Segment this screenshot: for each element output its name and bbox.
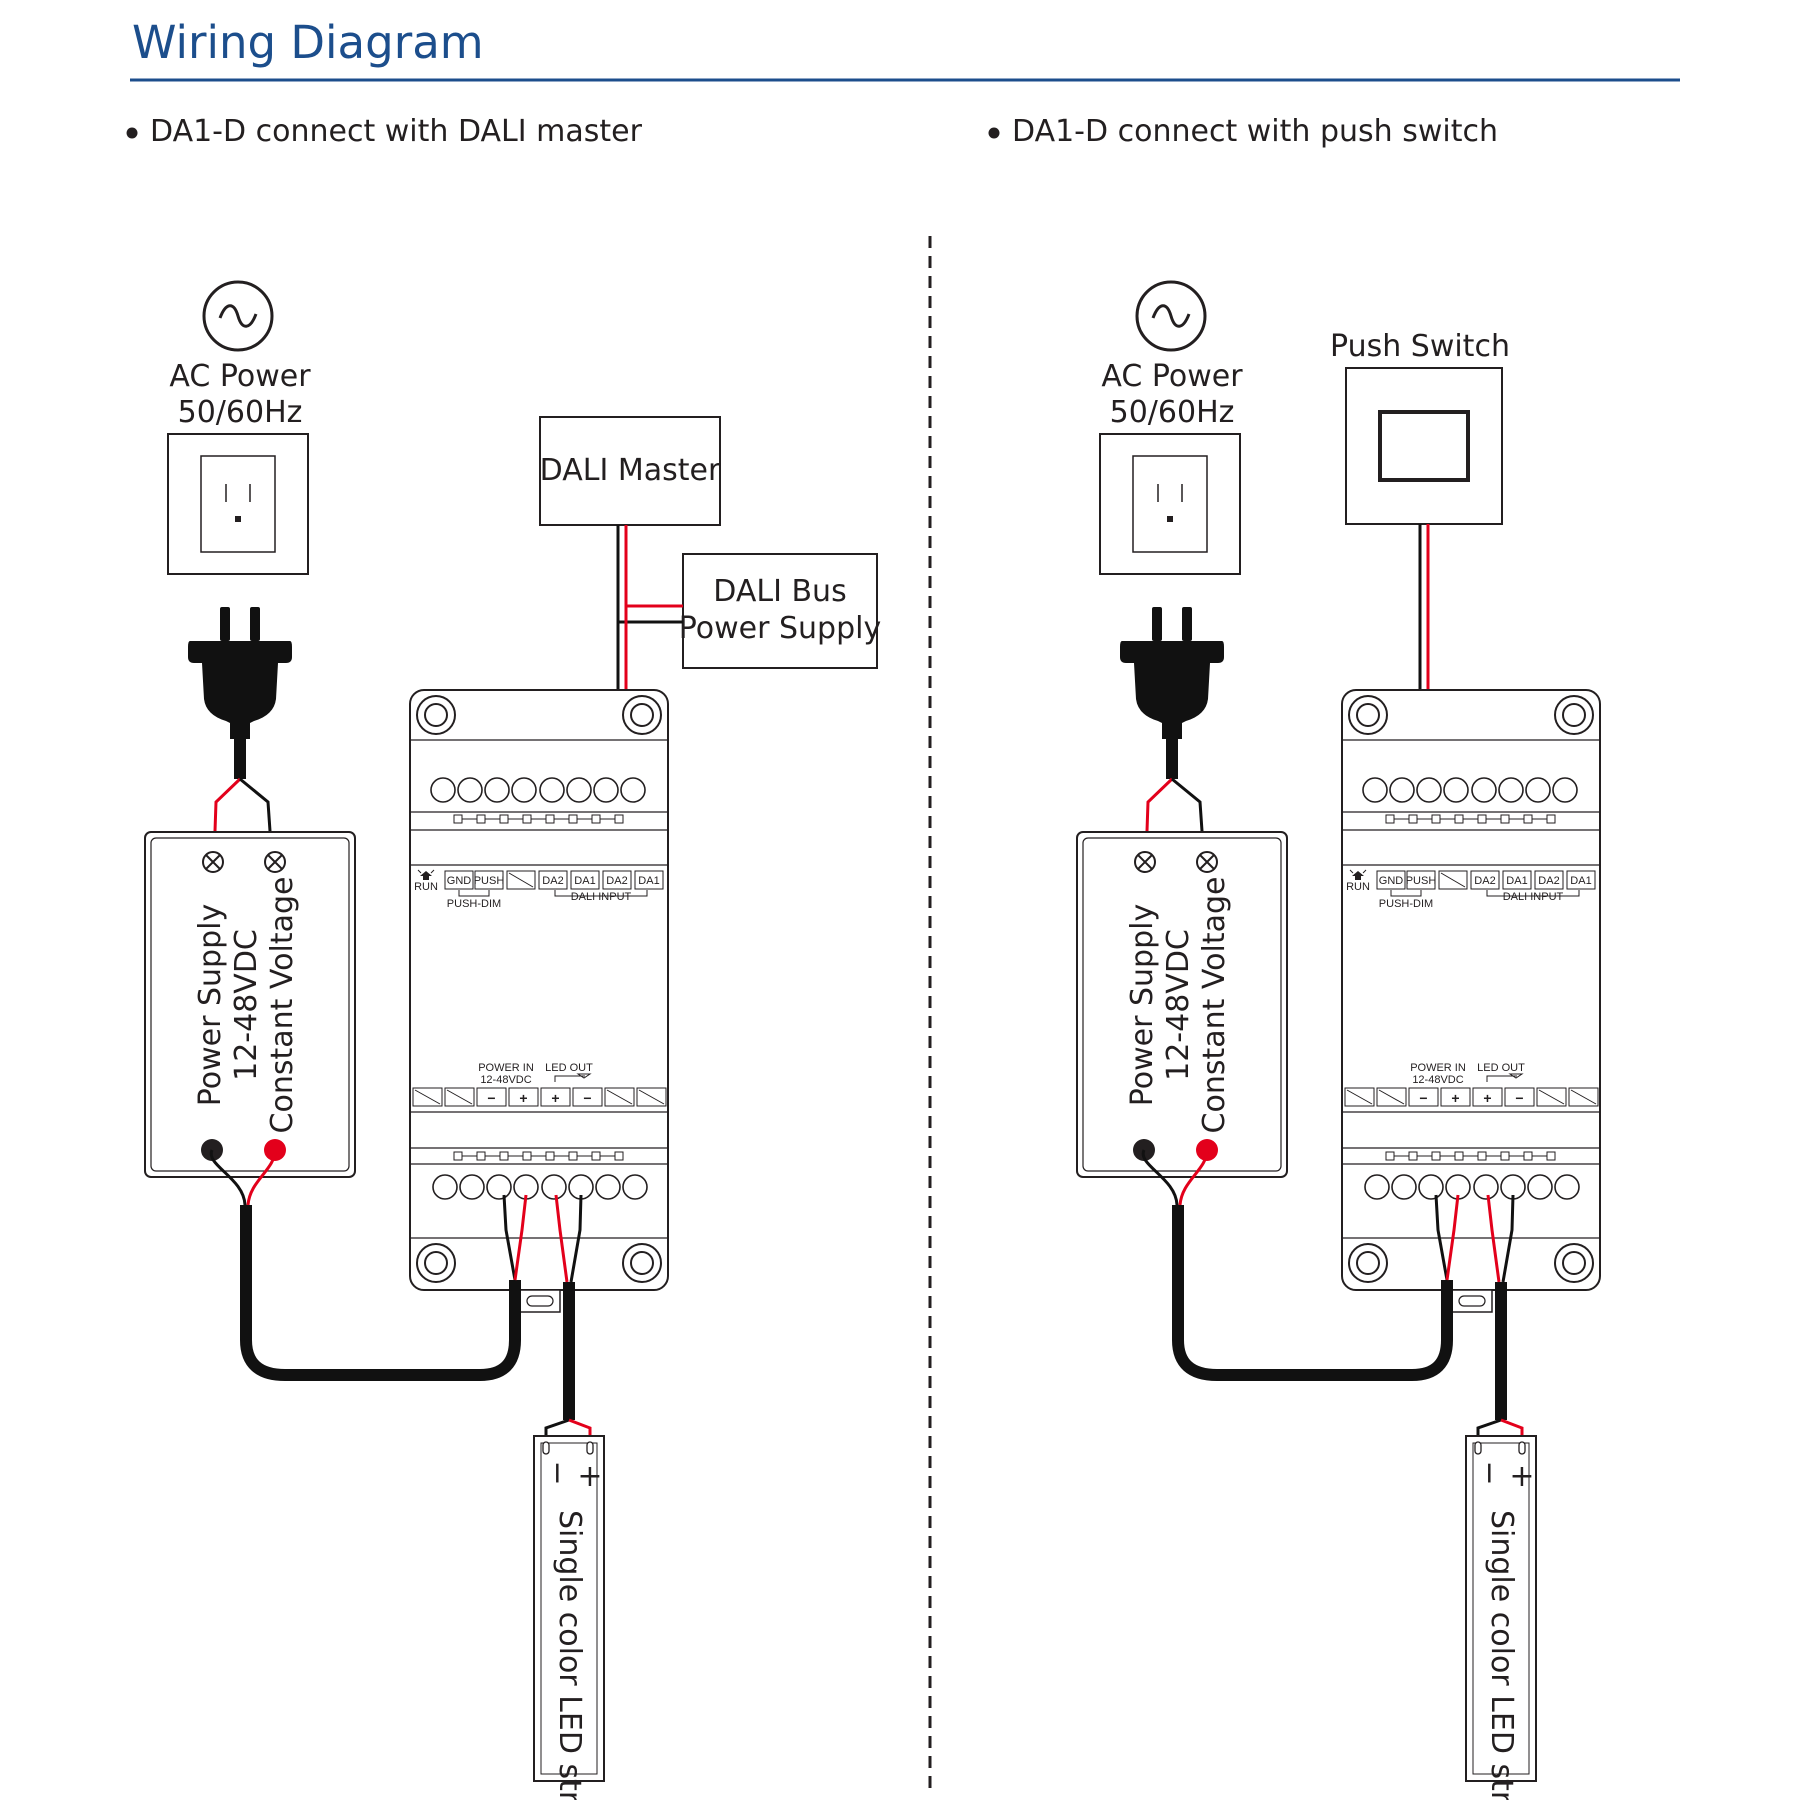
- dali-bus-label-2: Power Supply: [679, 611, 881, 646]
- dali-input-label: DALI INPUT: [571, 891, 632, 903]
- left-heading: DA1-D connect with DALI master: [150, 114, 643, 149]
- dali-bus-label-1: DALI Bus: [713, 574, 846, 609]
- terminal-label-top: DA2: [542, 875, 563, 887]
- terminal-label-top: DA2: [1474, 875, 1495, 887]
- svg-text:Constant Voltage: Constant Voltage: [265, 877, 300, 1134]
- led-plus-label: +: [577, 1459, 602, 1494]
- terminal-label-bottom: +: [1451, 1090, 1459, 1106]
- ac-power-label: AC Power: [1101, 359, 1243, 394]
- switch-rocker-icon: [1378, 410, 1470, 482]
- push-switch-label: Push Switch: [1330, 329, 1510, 364]
- led-strip-box: [1465, 1435, 1537, 1782]
- svg-text:Power Supply: Power Supply: [1125, 904, 1160, 1106]
- bullet-right: [988, 127, 1000, 139]
- terminal-label-top: PUSH: [1406, 875, 1437, 887]
- push-dim-label: PUSH-DIM: [1379, 898, 1433, 910]
- dali-input-label: DALI INPUT: [1503, 891, 1564, 903]
- svg-text:12-48VDC: 12-48VDC: [229, 929, 264, 1081]
- run-label: RUN: [1346, 881, 1370, 893]
- ac-freq-label: 50/60Hz: [178, 395, 303, 430]
- power-in-voltage-label: 12-48VDC: [480, 1074, 531, 1086]
- terminal-label-bottom: +: [519, 1090, 527, 1106]
- dali-master-box: [539, 416, 721, 526]
- terminal-label-top: DA1: [574, 875, 595, 887]
- led-out-label: LED OUT: [1477, 1062, 1525, 1074]
- led-strip-box: [533, 1435, 605, 1782]
- terminal-label-bottom: +: [1483, 1090, 1491, 1106]
- svg-text:12-48VDC: 12-48VDC: [1161, 929, 1196, 1081]
- controller-da1d: [409, 689, 669, 1313]
- terminal-label-top: PUSH: [474, 875, 505, 887]
- led-minus-label: −: [540, 1460, 575, 1485]
- terminal-label-top: GND: [447, 875, 472, 887]
- bullet-left: [126, 127, 138, 139]
- terminal-label-bottom: −: [1515, 1090, 1523, 1106]
- right-diagram: AC Power 50/60Hz Power Supply 12-48VDC C…: [1076, 280, 1601, 1800]
- terminal-label-top: GND: [1379, 875, 1404, 887]
- terminal-label-bottom: −: [487, 1090, 495, 1106]
- wall-outlet-icon: [1099, 433, 1241, 575]
- ac-symbol-icon: [202, 280, 274, 352]
- power-in-label: POWER IN: [1410, 1062, 1466, 1074]
- terminal-label-top: DA1: [638, 875, 659, 887]
- power-in-voltage-label: 12-48VDC: [1412, 1074, 1463, 1086]
- page-title: Wiring Diagram: [132, 16, 484, 69]
- terminal-label-bottom: +: [551, 1090, 559, 1106]
- dc-cable: [240, 1205, 521, 1381]
- terminal-label-bottom: −: [1419, 1090, 1427, 1106]
- psu-label: Power Supply 12-48VDC Constant Voltage: [1125, 877, 1232, 1134]
- terminal-label-top: DA2: [1538, 875, 1559, 887]
- terminal-label-top: DA2: [606, 875, 627, 887]
- terminal-label-top: DA1: [1570, 875, 1591, 887]
- ac-symbol-icon: [1135, 280, 1207, 352]
- led-plus-label: +: [1509, 1459, 1534, 1494]
- led-strip-label: Single color LED strip: [552, 1510, 587, 1800]
- svg-text:Constant Voltage: Constant Voltage: [1197, 877, 1232, 1134]
- dali-bus-psu-box: [682, 553, 878, 669]
- wall-outlet-icon: [167, 433, 309, 575]
- psu-label: Power Supply 12-48VDC Constant Voltage: [193, 877, 300, 1134]
- terminal-label-top: DA1: [1506, 875, 1527, 887]
- run-label: RUN: [414, 881, 438, 893]
- right-heading: DA1-D connect with push switch: [1012, 114, 1498, 149]
- ac-freq-label: 50/60Hz: [1110, 395, 1235, 430]
- led-out-label: LED OUT: [545, 1062, 593, 1074]
- dali-master-label: DALI Master: [540, 453, 721, 488]
- power-plug-icon: [1120, 607, 1224, 779]
- power-in-label: POWER IN: [478, 1062, 534, 1074]
- led-minus-label: −: [1472, 1460, 1507, 1485]
- ac-power-label: AC Power: [169, 359, 311, 394]
- controller-da1d: [1341, 689, 1601, 1313]
- left-diagram: AC Power 50/60Hz Power Supply 12-48VDC C…: [144, 280, 881, 1800]
- led-strip-label: Single color LED strip: [1484, 1510, 1519, 1800]
- push-dim-label: PUSH-DIM: [447, 898, 501, 910]
- power-plug-icon: [188, 607, 292, 779]
- terminal-label-bottom: −: [583, 1090, 591, 1106]
- svg-text:Power Supply: Power Supply: [193, 904, 228, 1106]
